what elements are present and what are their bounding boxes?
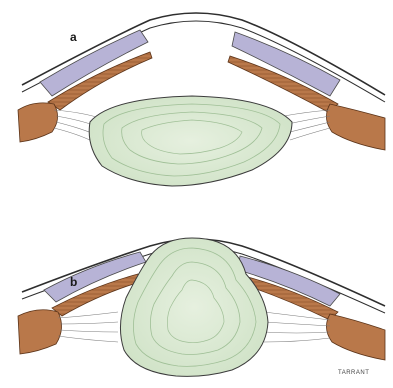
artist-signature: TARRANT	[338, 370, 369, 376]
panel-b-label: b	[70, 275, 77, 289]
panel-a-ciliary-left	[18, 103, 58, 142]
panel-a-lens	[89, 96, 292, 186]
panel-b-ciliary-left	[18, 310, 62, 354]
panel-a-ciliary-right	[326, 104, 385, 150]
panel-a-label: a	[70, 30, 77, 44]
panel-b-ciliary-right	[326, 314, 385, 360]
panel-b-zonules-left	[58, 312, 118, 342]
panel-b-zonules-right	[264, 312, 330, 342]
panel-b	[18, 238, 385, 376]
